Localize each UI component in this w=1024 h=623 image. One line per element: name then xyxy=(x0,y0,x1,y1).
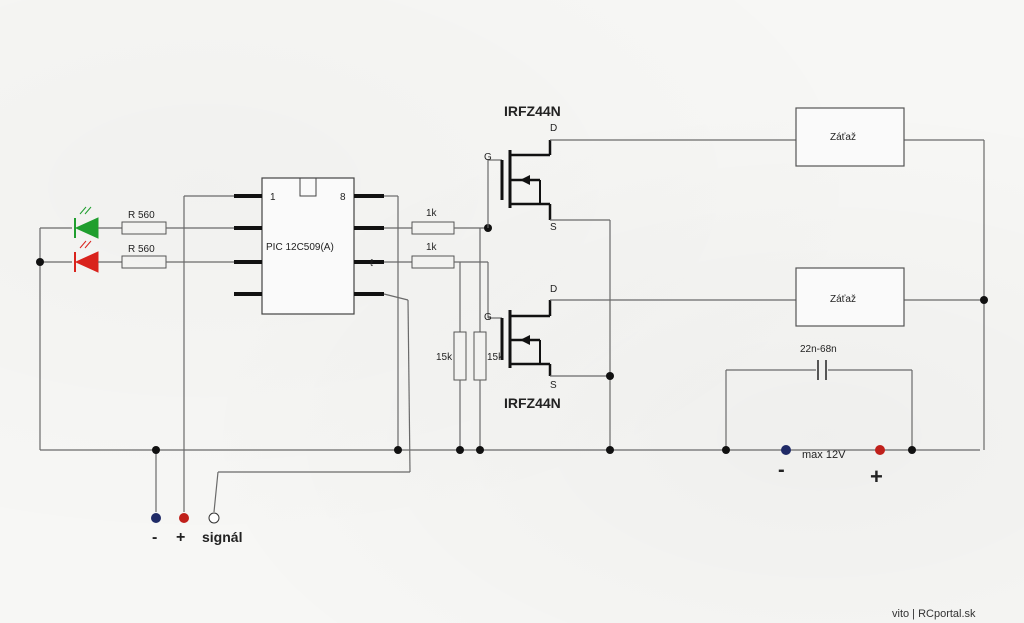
svg-text:1: 1 xyxy=(270,192,276,203)
resistor-led-red: R 560 xyxy=(121,244,236,269)
svg-text:D: D xyxy=(550,123,557,134)
input-plus-terminal[interactable] xyxy=(179,513,189,523)
svg-text:S: S xyxy=(550,380,557,391)
resistor-led-green: R 560 xyxy=(121,210,236,235)
svg-text:-: - xyxy=(152,529,157,546)
svg-text:R 560: R 560 xyxy=(128,210,155,221)
pin-mark: ℓ xyxy=(370,258,374,269)
input-minus-terminal[interactable] xyxy=(151,513,161,523)
load-bottom: Záťaž xyxy=(795,267,905,327)
credit-text: vito | RCportal.sk xyxy=(892,608,976,620)
junction-pd1 xyxy=(456,446,464,454)
load-top: Záťaž xyxy=(795,107,905,167)
input-terminals: - + signál xyxy=(151,446,242,546)
svg-text:8: 8 xyxy=(340,192,346,203)
led-green xyxy=(40,206,122,239)
junction-cap-left xyxy=(722,446,730,454)
resistor-gate-bottom: 1k xyxy=(384,242,488,269)
svg-text:R 560: R 560 xyxy=(128,244,155,255)
resistor-gate-top: 1k xyxy=(384,208,488,235)
junction-load xyxy=(980,296,988,304)
led-red xyxy=(40,240,122,273)
input-signal-terminal[interactable] xyxy=(208,512,220,524)
pin8-ground-wire xyxy=(384,195,399,450)
svg-text:G: G xyxy=(484,312,492,323)
svg-text:Záťaž: Záťaž xyxy=(830,132,856,143)
junction-pin8 xyxy=(394,446,402,454)
pic-chip: 1 8 PIC 12C509(A) xyxy=(234,177,384,315)
mosfet-bottom: G D S IRFZ44N xyxy=(484,262,561,411)
supply-wire xyxy=(183,195,234,512)
svg-text:Záťaž: Záťaž xyxy=(830,294,856,305)
svg-text:PIC 12C509(A): PIC 12C509(A) xyxy=(266,242,334,253)
junction-pd2 xyxy=(476,446,484,454)
svg-text:IRFZ44N: IRFZ44N xyxy=(504,103,561,119)
mosfet-top: G D S IRFZ44N xyxy=(484,103,561,233)
supply-terminals: max 12V - + xyxy=(778,445,885,489)
svg-text:1k: 1k xyxy=(426,242,438,253)
junction-source xyxy=(606,372,614,380)
supply-plus-terminal[interactable] xyxy=(875,445,885,455)
junction-led xyxy=(36,258,44,266)
svg-text:+: + xyxy=(176,529,185,546)
junction-source-gnd xyxy=(606,446,614,454)
svg-text:IRFZ44N: IRFZ44N xyxy=(504,395,561,411)
capacitor: 22n-68n xyxy=(725,344,913,450)
svg-text:15k: 15k xyxy=(487,352,504,363)
svg-text:-: - xyxy=(778,459,785,481)
signal-wire xyxy=(213,293,411,513)
svg-text:+: + xyxy=(870,464,883,489)
svg-text:1k: 1k xyxy=(426,208,438,219)
svg-text:15k: 15k xyxy=(436,352,453,363)
svg-text:signál: signál xyxy=(202,529,242,545)
resistor-pulldown-1: 15k xyxy=(436,262,467,450)
supply-minus-terminal[interactable] xyxy=(781,445,791,455)
svg-text:D: D xyxy=(550,284,557,295)
junction-cap-right xyxy=(908,446,916,454)
svg-text:S: S xyxy=(550,222,557,233)
power-wiring xyxy=(550,139,985,450)
resistor-pulldown-2: 15k xyxy=(473,228,504,450)
svg-text:G: G xyxy=(484,152,492,163)
svg-text:22n-68n: 22n-68n xyxy=(800,344,837,355)
svg-text:max 12V: max 12V xyxy=(802,449,846,461)
